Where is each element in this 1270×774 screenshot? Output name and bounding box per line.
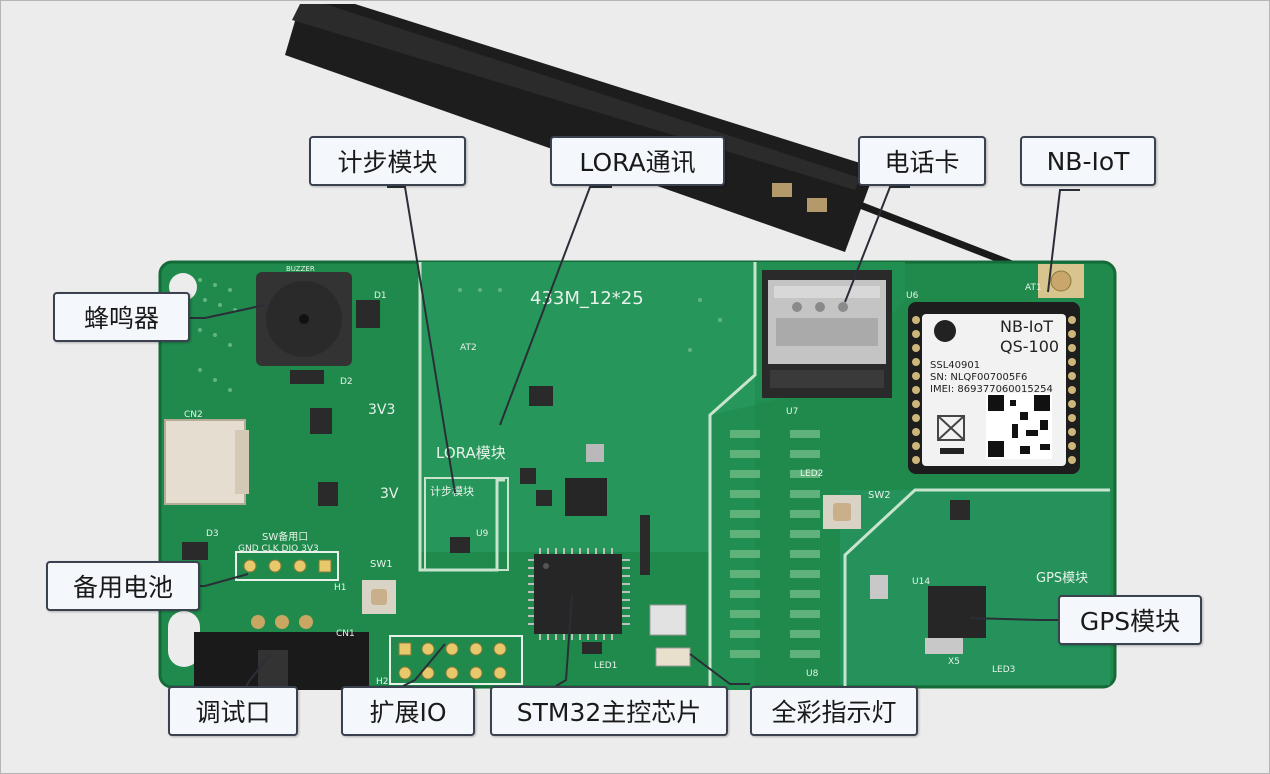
callout-expansion-io: 扩展IO [341,686,475,736]
sw1-button [362,580,396,614]
callout-lora: LORA通讯 [550,136,725,186]
silk-u9: U9 [476,529,489,539]
silk-sw2: SW2 [868,490,891,501]
nbiot-model: QS-100 [1000,337,1059,356]
callout-backup-battery: 备用电池 [46,561,200,611]
antenna-connector [1038,264,1084,298]
swd-header [235,551,339,581]
stm32-chip [528,548,630,640]
callout-debug-port: 调试口 [168,686,298,736]
nbiot-module: NB-IoT QS-100 SSL40901 SN: NLQF007005F6 … [908,302,1080,474]
nbiot-sn: SN: NLQF007005F6 [930,372,1027,383]
silk-d1: D1 [374,291,387,301]
silk-rail-3v3: 3V3 [368,402,395,418]
small-components [182,300,970,654]
silk-buzzer: BUZZER [286,265,315,273]
silk-step-label: 计步模块 [430,485,474,498]
silk-u14: U14 [912,577,930,587]
silk-cn2: CN2 [184,410,203,420]
silk-u8: U8 [806,669,819,679]
expansion-io-header [389,635,523,685]
silk-led1: LED1 [594,661,617,671]
callout-gps: GPS模块 [1058,595,1202,645]
silk-swd-pins: GND CLK DIO 3V3 [238,544,319,554]
silk-u7: U7 [786,407,798,417]
callout-step-module: 计步模块 [309,136,466,186]
debug-connector [194,615,369,690]
callout-stm32: STM32主控芯片 [490,686,728,736]
leader-lines [173,186,1080,689]
silk-at1: AT1 [1025,283,1042,293]
sw2-button [823,495,861,529]
silk-gps-label: GPS模块 [1036,571,1088,586]
callout-nbiot: NB-IoT [1020,136,1156,186]
step-sensor-chip [450,537,470,553]
nbiot-line1: SSL40901 [930,360,980,371]
silk-sw1: SW1 [370,559,393,570]
silk-h1: H1 [334,583,347,593]
callout-sim-card: 电话卡 [858,136,986,186]
nbiot-brand: NB-IoT [1000,317,1053,336]
rgb-led [649,604,691,667]
lora-chip [565,444,607,516]
silk-lora-label: LORA模块 [436,444,506,462]
nbiot-imei: IMEI: 869377060015254 [930,384,1053,395]
silk-d2: D2 [340,377,353,387]
pad-ladder [730,430,820,658]
silk-u6: U6 [906,291,919,301]
battery-connector [164,419,249,505]
sim-card-holder [762,270,892,398]
silk-cn1: CN1 [336,629,355,639]
silk-d3: D3 [206,529,219,539]
silk-antenna-spec: 433M_12*25 [530,288,644,309]
callout-rgb-led: 全彩指示灯 [750,686,918,736]
silk-rail-3v: 3V [380,486,399,502]
silk-at2: AT2 [460,343,477,353]
callout-buzzer: 蜂鸣器 [53,292,190,342]
silk-swd-label: SW备用口 [262,530,308,543]
gps-chip [870,575,986,654]
silk-x5: X5 [948,657,960,667]
silk-led3: LED3 [992,665,1015,675]
silk-h2: H2 [376,677,389,687]
silk-led2: LED2 [800,469,823,479]
buzzer-component [256,272,352,384]
